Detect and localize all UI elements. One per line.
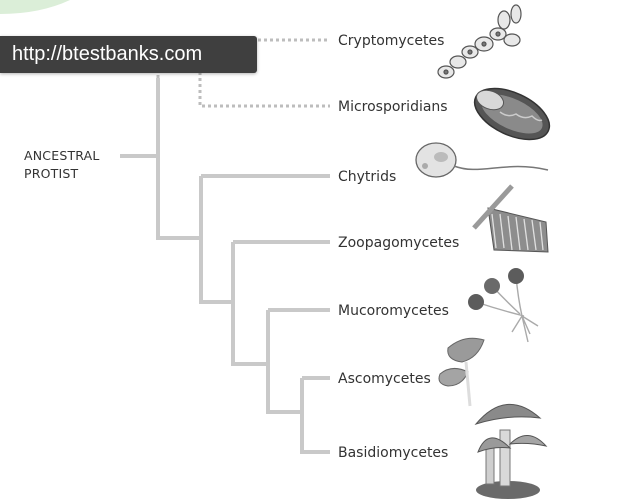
taxon-label-mucoromycetes: Mucoromycetes xyxy=(338,303,449,319)
chytrid-zoospore-icon xyxy=(415,142,549,178)
corner-decoration xyxy=(0,0,70,14)
tree-branches xyxy=(120,78,330,454)
taxon-label-zoopagomycetes: Zoopagomycetes xyxy=(338,235,459,251)
node-zoopago xyxy=(231,242,268,366)
watermark-banner: http://btestbanks.com xyxy=(0,36,257,73)
zoopagomycete-hyphae-icon xyxy=(472,184,549,253)
mucoromycete-sporangia-icon xyxy=(468,268,539,343)
node-mucoro xyxy=(266,310,302,414)
ascomycete-cup-fungus-icon xyxy=(438,337,485,407)
taxon-label-microsporidians: Microsporidians xyxy=(338,99,448,115)
taxon-label-cryptomycetes: Cryptomycetes xyxy=(338,33,444,49)
taxon-label-basidiomycetes: Basidiomycetes xyxy=(338,445,448,461)
taxon-label-chytrids: Chytrids xyxy=(338,169,396,185)
basidiomycete-mushroom-icon xyxy=(474,404,548,499)
microsporidian-spore-icon xyxy=(473,87,551,141)
taxon-label-ascomycetes: Ascomycetes xyxy=(338,371,431,387)
branch-microsporidians xyxy=(198,60,330,108)
node-fungi xyxy=(199,176,233,304)
root-label-line2: PROTIST xyxy=(24,166,79,181)
node-root xyxy=(156,78,201,240)
root-label-line1: ANCESTRAL xyxy=(24,148,100,163)
node-dikarya xyxy=(300,378,330,454)
cryptomycetes-cells-icon xyxy=(437,4,522,79)
svg-text:ANCESTRAL PROTIST: ANCESTRAL PROTIST xyxy=(24,148,104,181)
